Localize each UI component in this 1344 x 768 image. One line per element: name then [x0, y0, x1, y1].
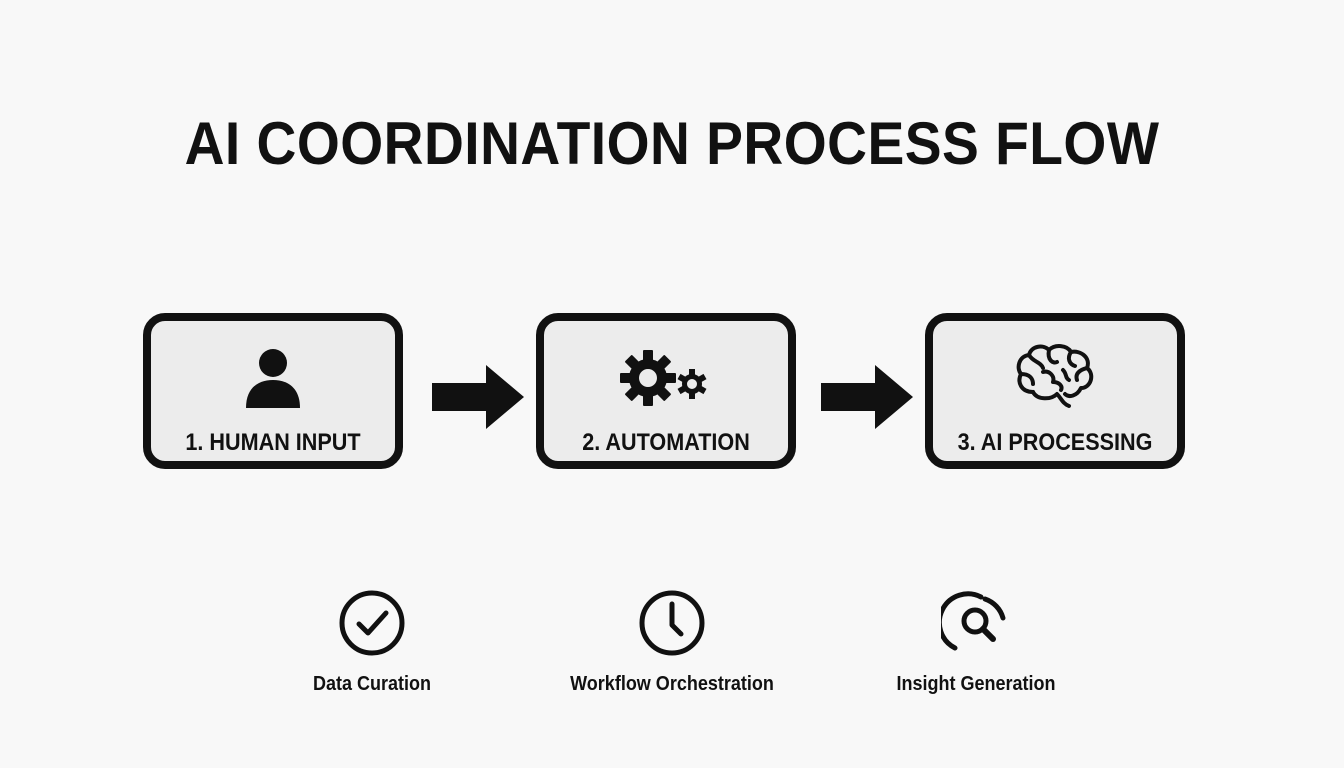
search-insight-icon — [941, 591, 1006, 651]
step-label-ai-processing: 3. AI PROCESSING — [957, 429, 1153, 456]
step-label-human-input: 1. HUMAN INPUT — [185, 429, 361, 456]
step-label-automation: 2. AUTOMATION — [582, 429, 750, 456]
clock-icon — [639, 590, 705, 656]
step-box-human-input: 1. HUMAN INPUT — [143, 313, 403, 469]
feature-label-workflow-orchestration: Workflow Orchestration — [570, 673, 774, 695]
step-box-automation: 2. AUTOMATION — [536, 313, 796, 469]
feature-label-insight-generation: Insight Generation — [896, 673, 1056, 695]
feature-data-curation: Data Curation — [232, 588, 512, 696]
person-icon — [151, 343, 395, 413]
feature-insight-generation: Insight Generation — [836, 588, 1116, 696]
gears-icon — [544, 343, 788, 413]
arrow-right-icon — [432, 365, 524, 429]
feature-label-data-curation: Data Curation — [312, 673, 432, 695]
arrow-right-icon — [821, 365, 913, 429]
brain-icon — [933, 343, 1177, 413]
check-circle-icon — [339, 590, 405, 656]
step-box-ai-processing: 3. AI PROCESSING — [925, 313, 1185, 469]
diagram-title: AI COORDINATION PROCESS FLOW — [184, 110, 1160, 177]
feature-workflow-orchestration: Workflow Orchestration — [532, 588, 812, 696]
